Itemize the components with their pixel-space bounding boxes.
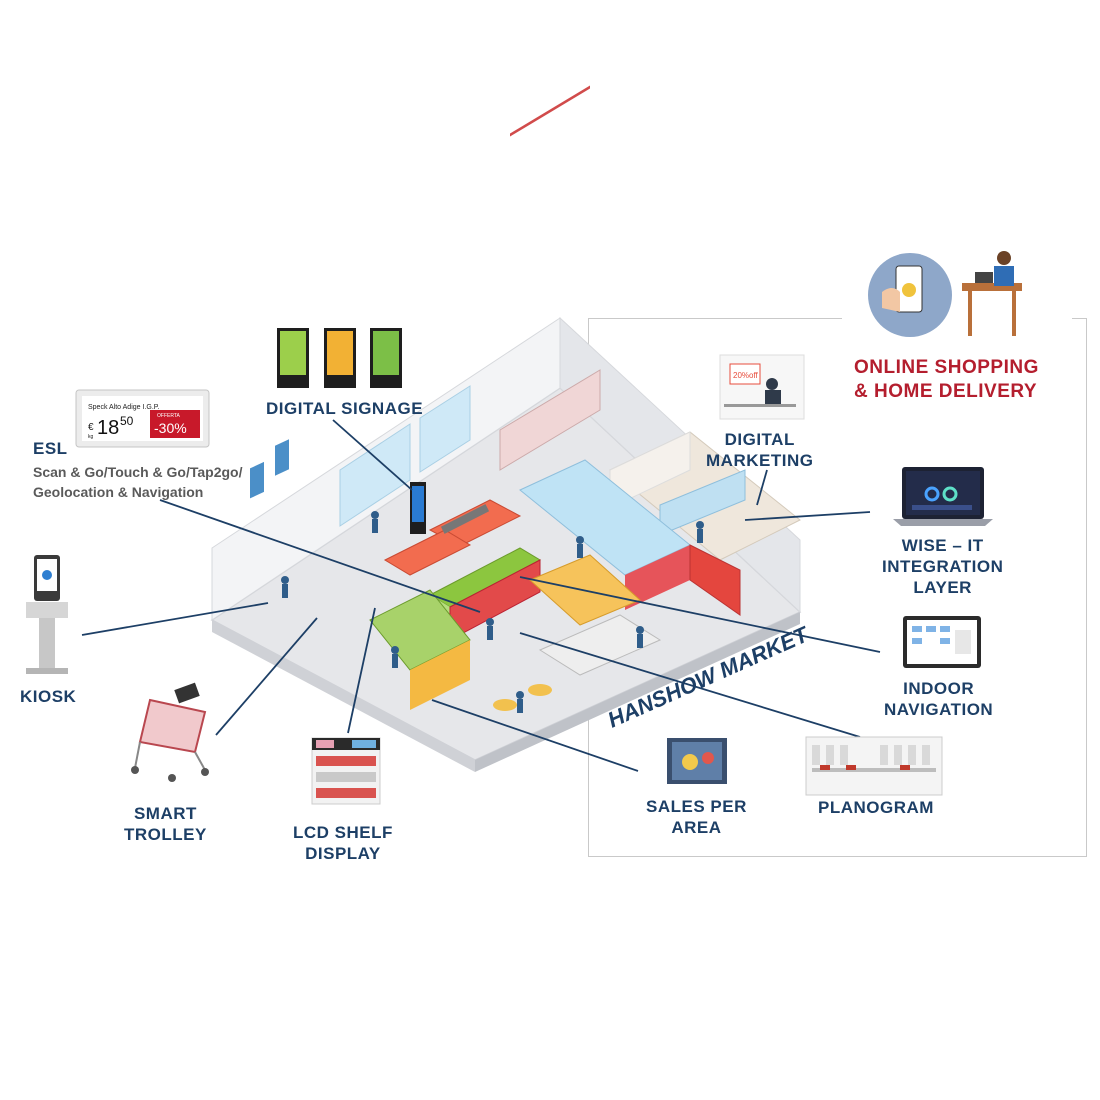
esl-price-int: 18 (97, 417, 119, 439)
cafe-table-1 (493, 699, 517, 711)
kiosk-unit-2 (275, 439, 289, 476)
esl-product: Speck Alto Adige I.G.P. (88, 404, 160, 411)
counter-top-1 (440, 504, 490, 534)
line-indoor-nav (519, 576, 881, 653)
shoppers (281, 511, 704, 713)
deli-counter (538, 614, 662, 676)
line-digital-signage (332, 419, 413, 491)
esl-price-dec: 50 (120, 414, 134, 428)
digital-marketing-icon: 20%off (719, 354, 805, 420)
line-smart-trolley (215, 617, 318, 736)
smart-trolley-icon (131, 682, 209, 782)
cafe-table-2 (528, 684, 552, 696)
line-esl (159, 499, 481, 613)
label-digital-signage: DIGITAL SIGNAGE (266, 399, 424, 418)
shelf-island-green-2-front (410, 640, 470, 710)
kiosk-unit-1 (250, 461, 264, 499)
esl-offer: OFFERTA (157, 413, 181, 419)
label-smart-trolley: SMART TROLLEY (124, 804, 207, 844)
label-online-shopping: ONLINE SHOPPING & HOME DELIVERY (854, 357, 1039, 402)
line-lcd-shelf (347, 607, 376, 734)
wall-shelf (499, 369, 601, 471)
floor-right-edge (475, 612, 800, 772)
online-shopping-icon (868, 251, 1022, 337)
connector-lines (81, 419, 881, 772)
line-planogram (519, 632, 861, 738)
kiosk-icon (26, 555, 68, 674)
sales-area-icon (667, 738, 727, 784)
label-esl: ESL (33, 439, 68, 458)
window-left (339, 423, 411, 527)
planogram-icon (805, 736, 943, 796)
store-signage-screen (412, 486, 424, 522)
floor-front-edge (212, 620, 475, 772)
line-digital-marketing (756, 469, 768, 506)
fridge-side (689, 544, 741, 616)
label-esl-sub: Scan & Go/Touch & Go/Tap2go/ Geolocation… (33, 464, 243, 500)
fridge-shelf-1-front (625, 545, 690, 610)
label-digital-marketing: DIGITAL MARKETING (706, 430, 814, 470)
esl-discount: -30% (154, 420, 187, 436)
esl-unit: kg (88, 434, 94, 440)
line-kiosk (81, 602, 269, 636)
label-kiosk: KIOSK (20, 687, 77, 706)
label-indoor-navigation: INDOOR NAVIGATION (884, 679, 994, 719)
wise-laptop-icon (893, 467, 993, 526)
label-sales-per-area: SALES PER AREA (646, 797, 747, 837)
esl-currency: € (88, 422, 94, 433)
window-mid (419, 385, 471, 473)
line-wise (744, 511, 871, 521)
marketing-tag-text: 20%off (733, 371, 759, 380)
line-sales-area (431, 699, 639, 772)
label-planogram: PLANOGRAM (818, 798, 934, 817)
label-lcd-shelf-display: LCD SHELF DISPLAY (293, 823, 393, 863)
digital-signage-icon (277, 328, 402, 388)
label-wise-integration: WISE – IT INTEGRATION LAYER (882, 536, 1004, 597)
indoor-navigation-icon (903, 616, 981, 668)
checkout-counter-2 (383, 529, 472, 576)
lcd-shelf-icon (311, 737, 381, 805)
wall-shelf-products (510, 85, 590, 137)
esl-tag-icon: Speck Alto Adige I.G.P. € 18 50 kg OFFER… (75, 389, 210, 448)
